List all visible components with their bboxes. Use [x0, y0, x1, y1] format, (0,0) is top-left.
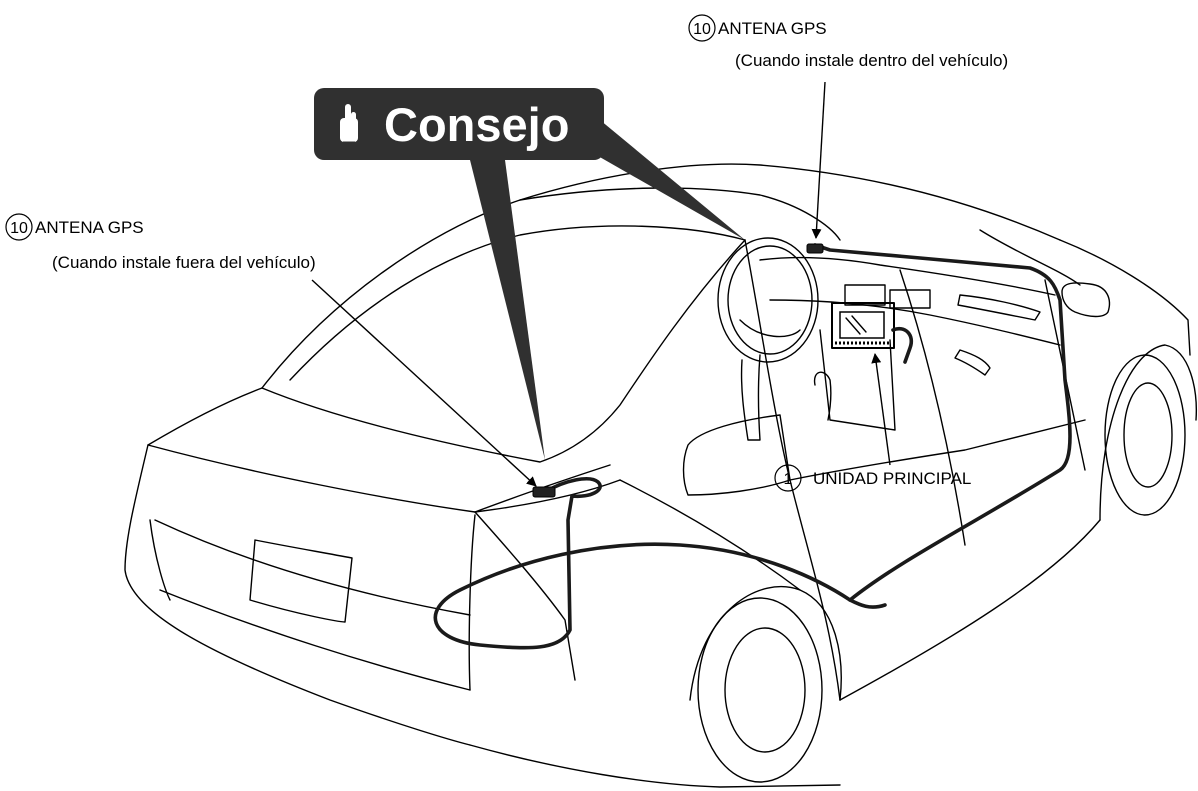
callout-number: 1: [784, 471, 793, 488]
pointing-hand-icon: [340, 104, 358, 143]
callout-gps-exterior: 10 ANTENA GPS (Cuando instale fuera del …: [5, 213, 537, 487]
leader-arrow: [871, 353, 891, 466]
antenna-cable-exterior: [433, 243, 1072, 650]
callout-title: ANTENA GPS: [35, 218, 144, 237]
callout-head-unit: 1 UNIDAD PRINCIPAL: [774, 353, 971, 492]
car-roof: [261, 163, 1061, 389]
gps-antenna-interior: [806, 243, 824, 254]
front-wheel: [1104, 354, 1186, 516]
rear-wheel: [697, 597, 823, 783]
leader-arrow: [811, 81, 826, 239]
tip-banner-pointer: [470, 160, 545, 460]
seat: [682, 414, 791, 496]
cables: [433, 243, 1072, 650]
head-unit: [831, 302, 895, 349]
trunk-lid: [147, 387, 611, 513]
license-plate: [249, 539, 353, 623]
tip-banner: Consejo: [314, 88, 745, 460]
gps-antenna-exterior: [532, 486, 556, 498]
car-outline: [124, 163, 1197, 788]
side-mirror: [1061, 282, 1111, 318]
callout-title: ANTENA GPS: [718, 19, 827, 38]
rear-wheel-arch: [689, 585, 842, 701]
callout-number: 10: [10, 220, 28, 237]
rear-bumper: [124, 444, 471, 746]
front-wheel-arch: [1099, 344, 1197, 521]
callout-number: 10: [693, 21, 711, 38]
rear-window: [261, 239, 746, 463]
callout-subtitle: (Cuando instale fuera del vehículo): [52, 253, 316, 272]
callout-subtitle: (Cuando instale dentro del vehículo): [735, 51, 1008, 70]
callout-title: UNIDAD PRINCIPAL: [813, 469, 971, 488]
callout-gps-interior: 10 ANTENA GPS (Cuando instale dentro del…: [688, 14, 1008, 239]
tip-banner-label: Consejo: [384, 98, 569, 151]
steering-wheel: [717, 237, 819, 363]
dashboard: [759, 256, 1056, 296]
leader-arrow: [311, 279, 537, 487]
